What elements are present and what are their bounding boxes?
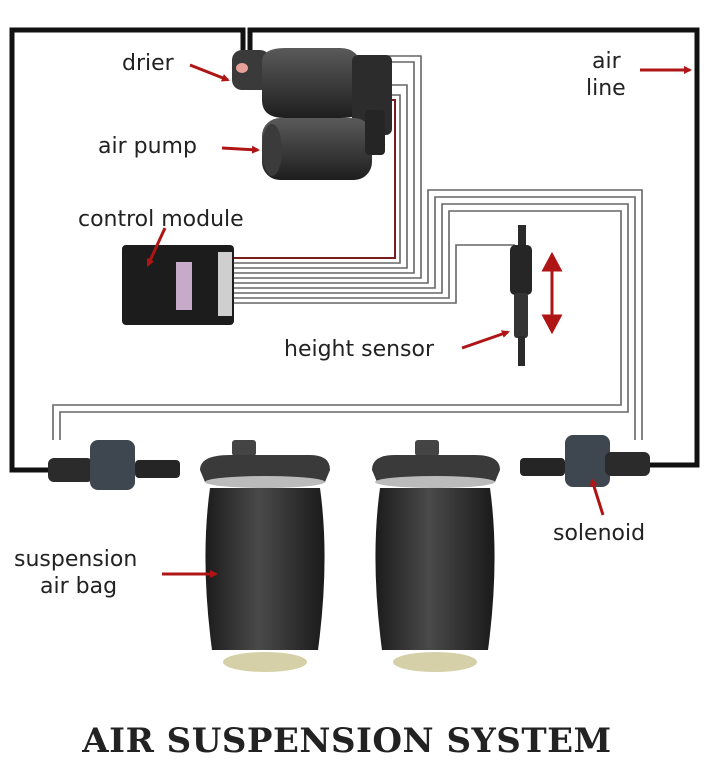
height-sensor-double-arrow — [541, 251, 563, 335]
drier-unit — [232, 48, 392, 135]
air-pump — [262, 110, 385, 180]
control-module-label: control module — [78, 207, 244, 232]
height-sensor-arrow — [461, 330, 510, 350]
pointer-arrows — [146, 63, 692, 578]
height-sensor-label: height sensor — [284, 337, 435, 362]
suspension-air-bag-label-2: air bag — [40, 574, 117, 599]
control-module-arrow — [146, 227, 167, 267]
solenoid-arrow — [589, 478, 605, 516]
control-module — [122, 245, 234, 325]
air-bag-left — [200, 440, 330, 672]
air-line-label-1: air — [592, 49, 622, 74]
air-pump-label: air pump — [98, 134, 197, 159]
suspension-air-bag-label-1: suspension — [14, 547, 137, 572]
drier-arrow — [189, 63, 230, 82]
drier-label: drier — [122, 51, 175, 76]
air-line — [9, 27, 700, 473]
air-pump-arrow — [221, 145, 260, 154]
air-bag-right — [372, 440, 500, 672]
solenoid-left — [48, 440, 180, 490]
diagram-title: AIR SUSPENSION SYSTEM — [81, 721, 611, 761]
air-line-label-2: line — [586, 76, 626, 101]
height-sensor — [510, 225, 532, 366]
solenoid-right — [520, 435, 650, 487]
solenoid-label: solenoid — [553, 521, 645, 546]
